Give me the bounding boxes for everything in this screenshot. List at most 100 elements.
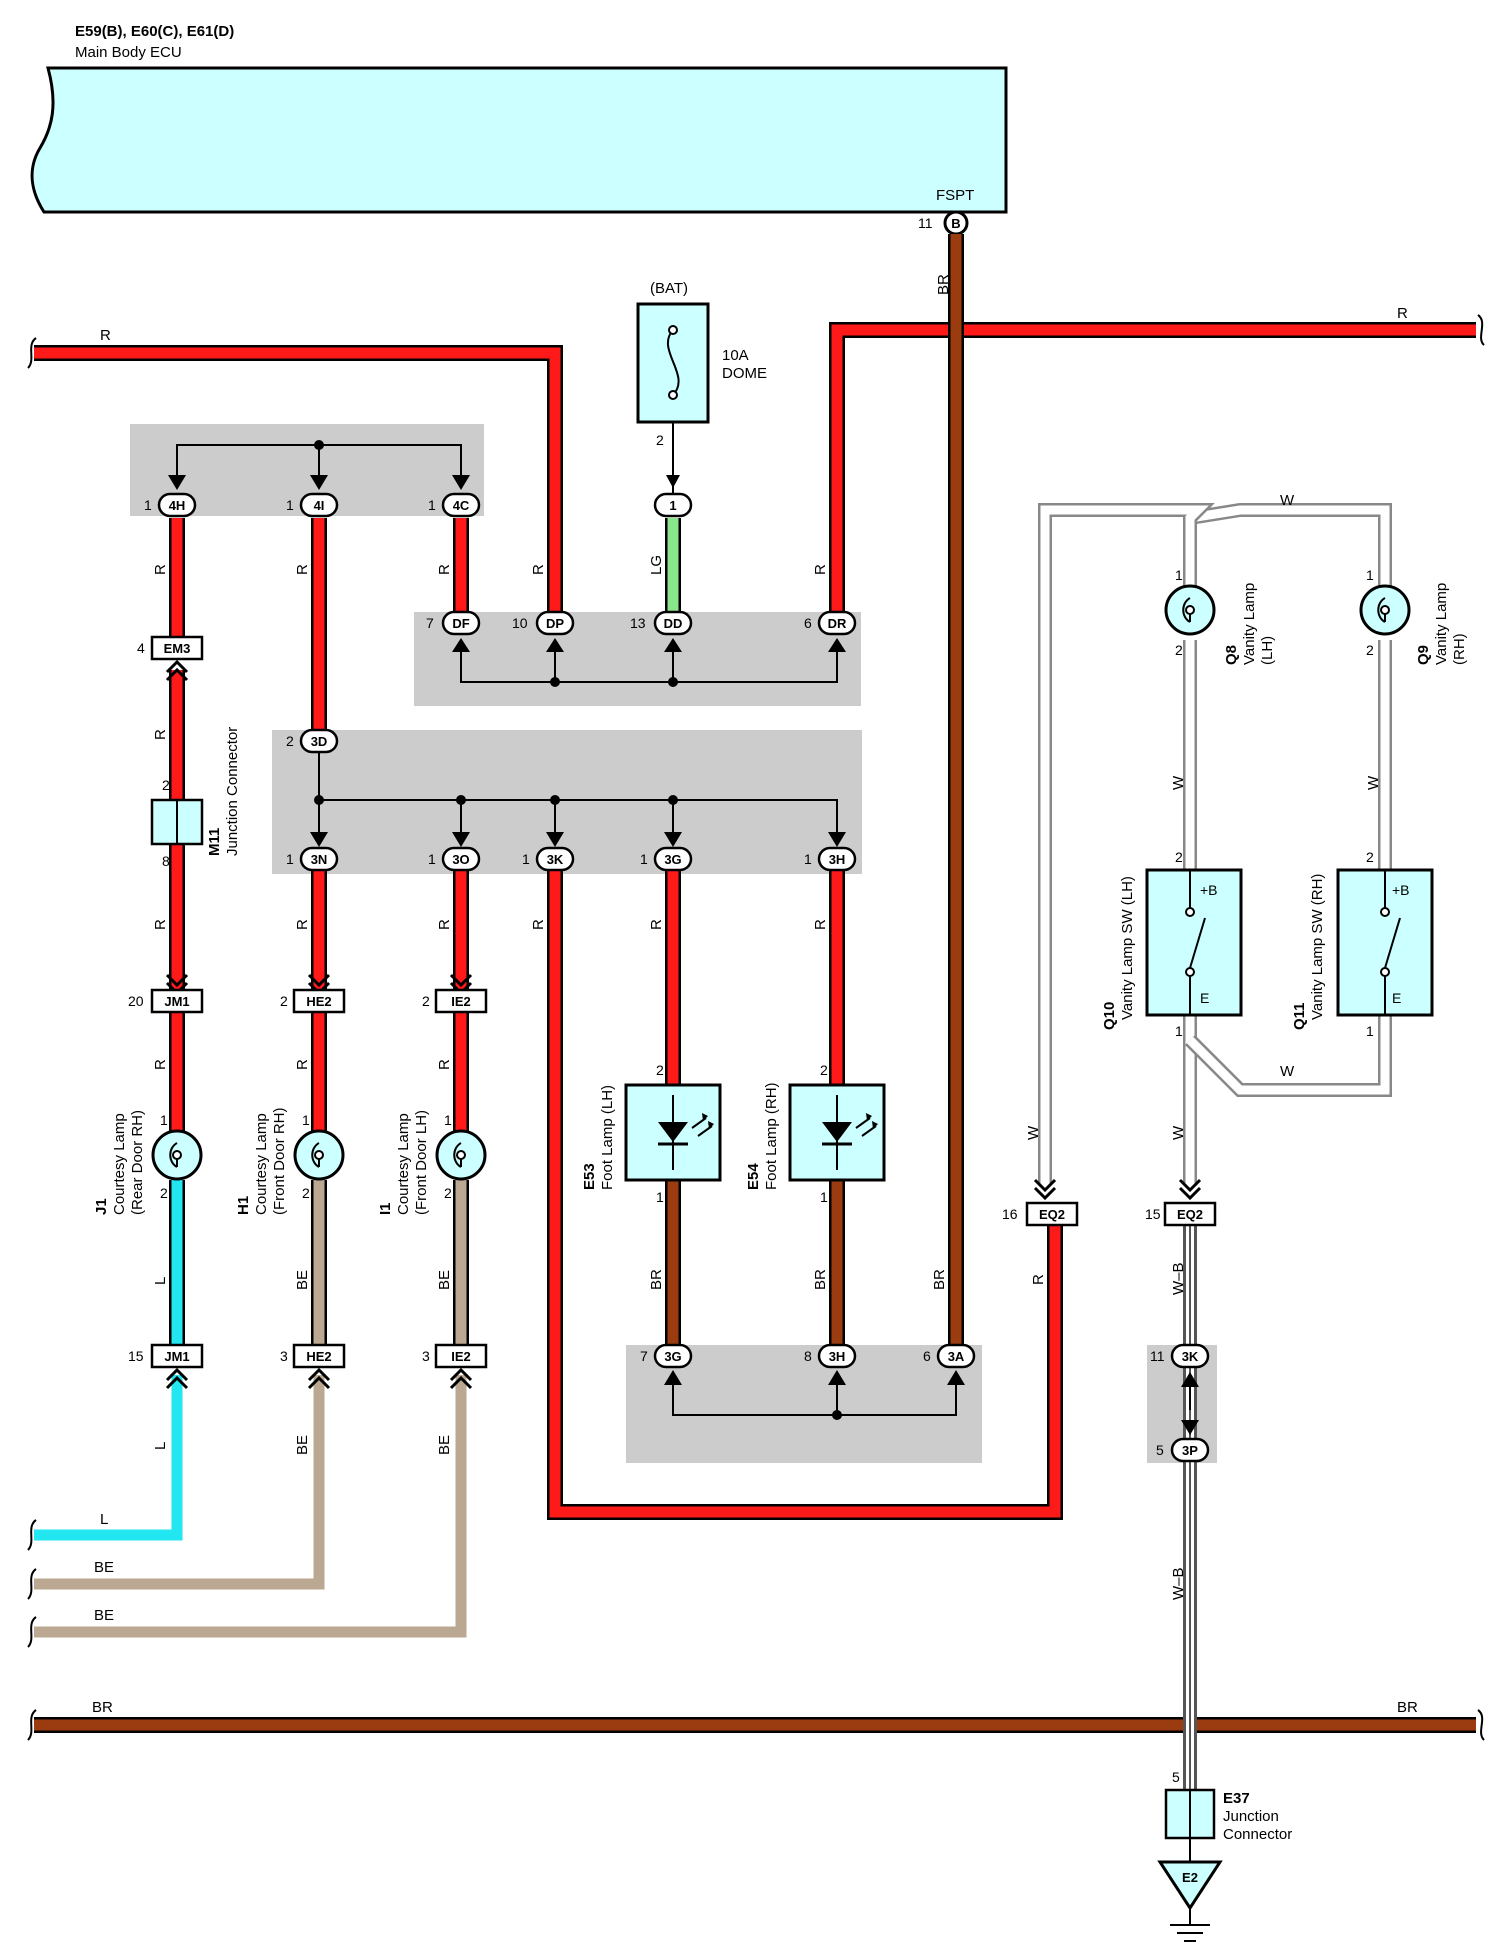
svg-text:W: W: [1365, 775, 1382, 790]
svg-text:HE2: HE2: [306, 1349, 331, 1364]
connector-dr: DR 6: [804, 610, 857, 652]
svg-text:2: 2: [444, 1185, 452, 1201]
connector-he2-bottom: HE2 3: [280, 1343, 346, 1390]
foot-lamp-e54: 2 1 E54 Foot Lamp (RH): [745, 1062, 886, 1205]
connector-3h-bottom: 3H 8: [804, 1343, 857, 1385]
svg-text:Vanity Lamp: Vanity Lamp: [1241, 583, 1258, 665]
svg-text:Vanity Lamp SW (RH): Vanity Lamp SW (RH): [1309, 874, 1326, 1020]
svg-text:W: W: [1280, 1063, 1295, 1080]
connector-em3: EM3 4: [137, 635, 204, 682]
courtesy-lamp-h1: 1 2 H1 Courtesy Lamp (Front Door RH): [235, 1107, 345, 1215]
junction-connector-e37: 5 E37 Junction Connector: [1164, 1769, 1292, 1843]
svg-text:3K: 3K: [547, 852, 564, 867]
svg-text:W: W: [1170, 1125, 1187, 1140]
svg-text:1: 1: [428, 497, 436, 513]
ecu-name: Main Body ECU: [75, 44, 182, 61]
svg-text:H1: H1: [235, 1196, 252, 1215]
svg-text:4I: 4I: [314, 498, 325, 513]
ground-e2: E2: [1157, 1838, 1223, 1942]
vanity-switch-q10: +B E 2 1 Q10 Vanity Lamp SW (LH): [1101, 849, 1243, 1039]
svg-text:15: 15: [128, 1348, 144, 1364]
svg-text:E53: E53: [581, 1163, 598, 1190]
wire-labels: R R BR R R R R LG R R R R R R R R R R R …: [92, 274, 1418, 1716]
svg-text:2: 2: [422, 993, 430, 1009]
svg-text:R: R: [152, 919, 169, 930]
svg-text:+B: +B: [1392, 882, 1410, 898]
svg-text:R: R: [436, 564, 453, 575]
svg-text:R: R: [812, 919, 829, 930]
svg-text:16: 16: [1002, 1206, 1018, 1222]
svg-text:2: 2: [280, 993, 288, 1009]
svg-text:11: 11: [1150, 1348, 1165, 1364]
svg-text:6: 6: [804, 615, 812, 631]
svg-text:R: R: [100, 327, 111, 344]
courtesy-lamp-i1: 1 2 I1 Courtesy Lamp (Front Door LH): [377, 1110, 487, 1215]
svg-text:1: 1: [804, 851, 812, 867]
svg-text:Q11: Q11: [1291, 1002, 1308, 1030]
svg-text:3O: 3O: [452, 852, 469, 867]
svg-text:3A: 3A: [948, 1349, 965, 1364]
connector-4h: 4H 1: [144, 475, 197, 518]
vanity-lamp-q8: 1 2 Q8 Vanity Lamp (LH): [1164, 567, 1276, 665]
bus-dots: [314, 440, 842, 1420]
ecu-connector-label: B: [951, 216, 960, 231]
svg-text:2: 2: [1175, 849, 1183, 865]
svg-text:(LH): (LH): [1259, 636, 1276, 665]
connector-dp: DP 10: [512, 610, 575, 652]
svg-text:BE: BE: [436, 1270, 453, 1290]
connector-4i: 4I 1: [286, 475, 339, 518]
svg-text:DD: DD: [664, 616, 683, 631]
svg-text:Courtesy Lamp: Courtesy Lamp: [253, 1113, 270, 1215]
svg-text:(Front Door LH): (Front Door LH): [413, 1110, 430, 1215]
svg-text:1: 1: [160, 1112, 168, 1128]
svg-text:M11: M11: [206, 828, 223, 856]
svg-text:4C: 4C: [453, 498, 470, 513]
connector-3g: 3G 1: [640, 832, 693, 872]
svg-text:BR: BR: [931, 1269, 948, 1290]
ecu-pin: 11: [918, 215, 933, 231]
svg-text:1: 1: [302, 1112, 310, 1128]
connector-jm1-top: JM1 20: [128, 973, 204, 1014]
svg-text:BR: BR: [648, 1269, 665, 1290]
junction-block-mid: [414, 612, 861, 706]
svg-text:W: W: [1025, 1125, 1042, 1140]
svg-text:1: 1: [144, 497, 152, 513]
svg-text:BE: BE: [94, 1559, 114, 1576]
svg-text:R: R: [152, 564, 169, 575]
svg-text:IE2: IE2: [451, 994, 471, 1009]
svg-text:Courtesy Lamp: Courtesy Lamp: [395, 1113, 412, 1215]
svg-text:1: 1: [1366, 567, 1374, 583]
connector-3k: 3K 1: [522, 832, 575, 872]
svg-text:1: 1: [640, 851, 648, 867]
connector-3g-bottom: 3G 7: [640, 1343, 693, 1385]
svg-text:1: 1: [522, 851, 530, 867]
svg-text:I1: I1: [377, 1202, 394, 1215]
connector-3k-right: 3K 11: [1150, 1343, 1210, 1435]
svg-text:Q10: Q10: [1101, 1002, 1118, 1030]
svg-text:R: R: [436, 1059, 453, 1070]
svg-text:BE: BE: [294, 1270, 311, 1290]
svg-text:L: L: [152, 1442, 169, 1450]
svg-text:13: 13: [630, 615, 646, 631]
svg-text:3P: 3P: [1182, 1443, 1198, 1458]
svg-text:7: 7: [426, 615, 434, 631]
svg-text:1: 1: [286, 851, 294, 867]
svg-text:JM1: JM1: [164, 994, 189, 1009]
svg-text:BR: BR: [1397, 1699, 1418, 1716]
connector-ie2-top: IE2 2: [422, 973, 488, 1014]
svg-text:3D: 3D: [311, 734, 328, 749]
connector-3h: 3H 1: [804, 832, 857, 872]
fuse-name: DOME: [722, 365, 767, 382]
svg-text:EM3: EM3: [164, 641, 191, 656]
ecu-code: E59(B), E60(C), E61(D): [75, 23, 234, 40]
svg-text:E: E: [1200, 990, 1209, 1006]
svg-text:R: R: [294, 564, 311, 575]
svg-text:DP: DP: [546, 616, 564, 631]
svg-text:Foot Lamp (RH): Foot Lamp (RH): [763, 1082, 780, 1190]
svg-text:BE: BE: [94, 1607, 114, 1624]
svg-text:J1: J1: [93, 1198, 110, 1215]
fuse-connector-label: 1: [669, 498, 676, 513]
connector-eq2-right: EQ2 15: [1145, 1178, 1217, 1227]
svg-text:1: 1: [1175, 567, 1183, 583]
connector-dd: DD 13: [630, 610, 693, 652]
